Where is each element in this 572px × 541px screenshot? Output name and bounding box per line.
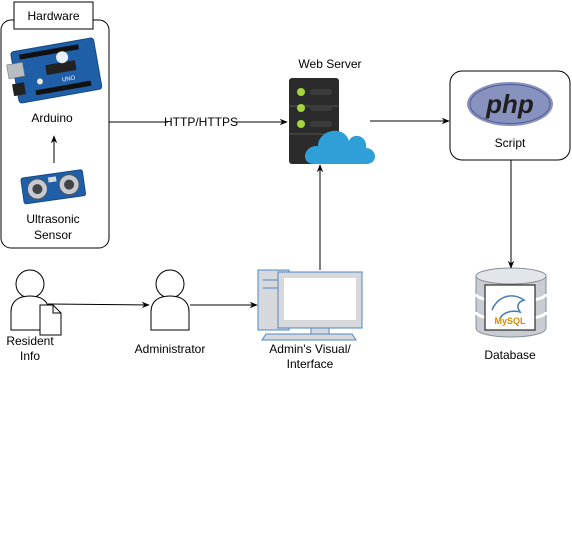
edge-resident-to-admin: [47, 301, 150, 309]
php-logo-icon: php: [467, 82, 553, 126]
ultrasonic-label-line2: Sensor: [34, 228, 72, 242]
http-edge-label-bg: [168, 115, 234, 128]
database-cylinder-icon: MySQL: [474, 267, 548, 338]
administrator-person-icon: [150, 269, 190, 331]
resident-label-line1: Resident: [6, 334, 54, 348]
script-label: Script: [495, 136, 526, 150]
arduino-label: Arduino: [31, 111, 73, 125]
script-box: php Script: [449, 70, 571, 161]
admin-interface-label-line2: Interface: [287, 357, 334, 371]
http-edge-label: HTTP/HTTPS: [164, 115, 238, 129]
web-server-label: Web Server: [298, 57, 361, 71]
resident-label-line2: Info: [20, 349, 40, 363]
php-logo-text: php: [485, 89, 534, 119]
administrator-label: Administrator: [135, 342, 206, 356]
database-label: Database: [484, 348, 536, 362]
svg-text:UNO: UNO: [62, 75, 77, 83]
ultrasonic-sensor-icon: [20, 169, 87, 205]
arduino-board-icon: UNO: [6, 37, 103, 104]
cloud-icon: [304, 130, 376, 164]
hardware-title-box: [13, 1, 94, 30]
desktop-computer-icon: [257, 269, 363, 341]
admin-interface-label-line1: Admin's Visual/: [269, 342, 351, 356]
ultrasonic-label-line1: Ultrasonic: [26, 212, 79, 226]
document-icon: [39, 304, 62, 336]
mysql-logo-text: MySQL: [494, 316, 526, 326]
hardware-title: Hardware: [27, 9, 79, 23]
hardware-group: Hardware UNO Arduino Ultrasonic Sensor: [0, 1, 110, 249]
